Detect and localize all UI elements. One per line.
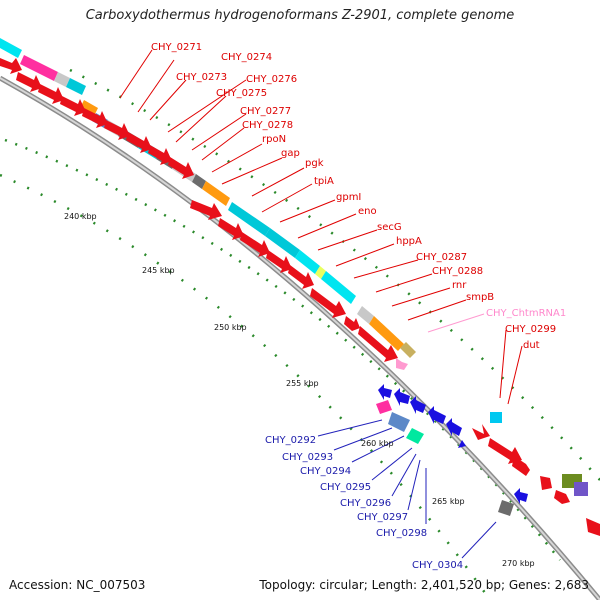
gene-label[interactable]: CHY_0299: [505, 324, 556, 335]
gene-label[interactable]: CHY_0294: [300, 466, 351, 477]
label-leader-lines: [119, 49, 523, 559]
gene-label[interactable]: smpB: [466, 292, 494, 303]
gene-label[interactable]: CHY_0271: [151, 42, 202, 53]
forward-cds-track: [0, 58, 600, 536]
gene-label[interactable]: dut: [523, 340, 540, 351]
map-title: Carboxydothermus hydrogenoformans Z-2901…: [85, 8, 515, 23]
gene-label[interactable]: CHY_0293: [282, 452, 333, 463]
gene-label[interactable]: pgk: [305, 158, 324, 169]
scale-label: 250 kbp: [214, 323, 247, 332]
gene-label[interactable]: hppA: [396, 236, 422, 247]
gene-label[interactable]: CHY_0274: [221, 52, 272, 63]
gene-labels-bottom: CHY_0292 CHY_0293 CHY_0294 CHY_0295 CHY_…: [265, 435, 463, 571]
gene-label[interactable]: gap: [281, 148, 300, 159]
scale-label: 245 kbp: [142, 266, 175, 275]
gene-label[interactable]: eno: [358, 206, 377, 217]
scale-label: 260 kbp: [361, 439, 394, 448]
scale-label: 240 kbp: [64, 212, 97, 221]
gene-label[interactable]: CHY_0277: [240, 106, 291, 117]
gene-label[interactable]: rpoN: [262, 134, 286, 145]
gene-label[interactable]: CHY_0304: [412, 560, 463, 571]
reverse-cds-track: [378, 384, 528, 504]
gene-label[interactable]: secG: [377, 222, 402, 233]
gene-label[interactable]: CHY_0276: [246, 74, 297, 85]
gene-label[interactable]: CHY_0278: [242, 120, 293, 131]
scale-label: 265 kbp: [432, 497, 465, 506]
gene-label[interactable]: CHY_0287: [416, 252, 467, 263]
gene-label[interactable]: CHY_0296: [340, 498, 391, 509]
gene-label[interactable]: gpmI: [336, 192, 361, 203]
gene-label[interactable]: tpiA: [314, 176, 334, 187]
scale-label: 255 kbp: [286, 379, 319, 388]
gene-label[interactable]: CHY_0297: [357, 512, 408, 523]
scale-labels: 240 kbp 245 kbp 250 kbp 255 kbp 260 kbp …: [64, 212, 535, 568]
gene-label[interactable]: CHY_0273: [176, 72, 227, 83]
genome-summary-text: Topology: circular; Length: 2,401,520 bp…: [259, 578, 589, 592]
gene-label[interactable]: rnr: [452, 280, 467, 291]
gene-label[interactable]: CHY_0288: [432, 266, 483, 277]
gene-label[interactable]: CHY_ChtmRNA1: [486, 308, 566, 319]
gene-label[interactable]: CHY_0295: [320, 482, 371, 493]
accession-text: Accession: NC_007503: [9, 578, 146, 592]
gene-label[interactable]: CHY_0298: [376, 528, 427, 539]
gene-labels-top: CHY_0271 CHY_0274 CHY_0273 CHY_0276 CHY_…: [151, 42, 566, 351]
scale-tick-dots: [0, 68, 600, 600]
scale-label: 270 kbp: [502, 559, 535, 568]
gene-label[interactable]: CHY_0292: [265, 435, 316, 446]
genome-backbone: [0, 75, 600, 600]
gene-label[interactable]: CHY_0275: [216, 88, 267, 99]
